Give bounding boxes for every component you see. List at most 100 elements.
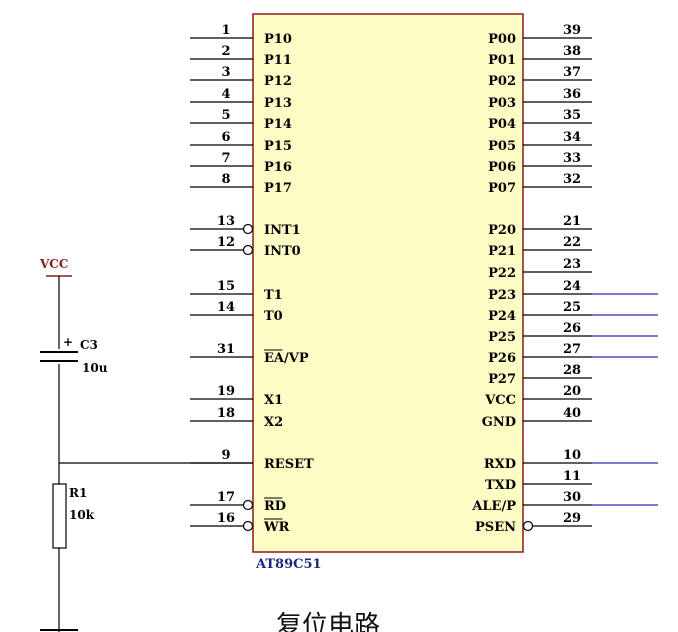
pin-number: 21: [563, 214, 581, 229]
pin-number: 1: [221, 23, 230, 38]
capacitor-polarity: +: [63, 335, 73, 349]
inversion-bubble: [522, 520, 534, 532]
pin-number: 7: [221, 151, 230, 166]
pin-number: 35: [563, 108, 581, 123]
pin-name: INT0: [264, 244, 301, 259]
pin-number: 4: [221, 87, 230, 102]
pin-number: 11: [563, 469, 581, 484]
pin-name: P13: [264, 96, 292, 111]
pin-name: EA/VP: [264, 351, 309, 366]
pin-name: P06: [488, 160, 516, 175]
pin-name: P20: [488, 223, 516, 238]
pin-number: 6: [221, 130, 230, 145]
pin-number: 25: [563, 300, 581, 315]
pin-number: 30: [563, 490, 581, 505]
chip-body: [252, 13, 524, 553]
pin-number: 38: [563, 44, 581, 59]
pin-number: 29: [563, 511, 581, 526]
pin-name: P21: [488, 244, 516, 259]
pin-name: P14: [264, 117, 292, 132]
pin-name: T1: [264, 288, 283, 303]
pin-name: P00: [488, 32, 516, 47]
pin-number: 8: [221, 172, 230, 187]
pin-name: P22: [488, 266, 516, 281]
pin-number: 2: [221, 44, 230, 59]
resistor-ref: R1: [69, 486, 87, 500]
left-pin-group: 1P102P113P124P135P146P157P168P1713INT112…: [190, 23, 314, 535]
pin-name: RD: [264, 499, 286, 514]
pin-name: P24: [488, 309, 516, 324]
reset-circuit: VCC + C3 10u R1 10k: [39, 257, 253, 632]
pin-name: P25: [488, 330, 516, 345]
pin-name: RESET: [264, 457, 314, 472]
pin-name: RXD: [484, 457, 516, 472]
pin-number: 18: [217, 406, 235, 421]
pin-number: 36: [563, 87, 581, 102]
chip-part-label: AT89C51: [255, 557, 322, 572]
pin-number: 40: [563, 406, 581, 421]
pin-name: P15: [264, 139, 292, 154]
pin-number: 15: [217, 279, 235, 294]
pin-number: 19: [217, 384, 235, 399]
pin-name: PSEN: [475, 520, 516, 535]
pin-number: 17: [217, 490, 235, 505]
pin-number: 33: [563, 151, 581, 166]
pin-number: 23: [563, 257, 581, 272]
pin-number: 27: [563, 342, 581, 357]
pin-number: 37: [563, 65, 581, 80]
pin-number: 9: [221, 448, 230, 463]
pin-number: 24: [563, 279, 581, 294]
pin-number: 5: [221, 108, 230, 123]
pin-name: ALE/P: [471, 499, 516, 514]
pin-name: X1: [264, 393, 283, 408]
pin-number: 26: [563, 321, 581, 336]
pin-number: 14: [217, 300, 235, 315]
resistor-body: [52, 483, 67, 549]
pin-number: 34: [563, 130, 581, 145]
pin-name: P05: [488, 139, 516, 154]
pin-number: 28: [563, 363, 581, 378]
pin-number: 20: [563, 384, 581, 399]
pin-name: VCC: [484, 393, 516, 408]
pin-name: WR: [263, 520, 290, 535]
diagram-caption: 复位电路: [276, 611, 380, 632]
pin-number: 31: [217, 342, 235, 357]
pin-name: P01: [488, 53, 516, 68]
inversion-bubble: [242, 244, 254, 256]
capacitor-ref: C3: [80, 338, 98, 352]
pin-name: P02: [488, 74, 516, 89]
inversion-bubble: [242, 499, 254, 511]
pin-name: T0: [264, 309, 283, 324]
pin-number: 3: [221, 65, 230, 80]
pin-name: INT1: [264, 223, 301, 238]
pin-number: 32: [563, 172, 581, 187]
